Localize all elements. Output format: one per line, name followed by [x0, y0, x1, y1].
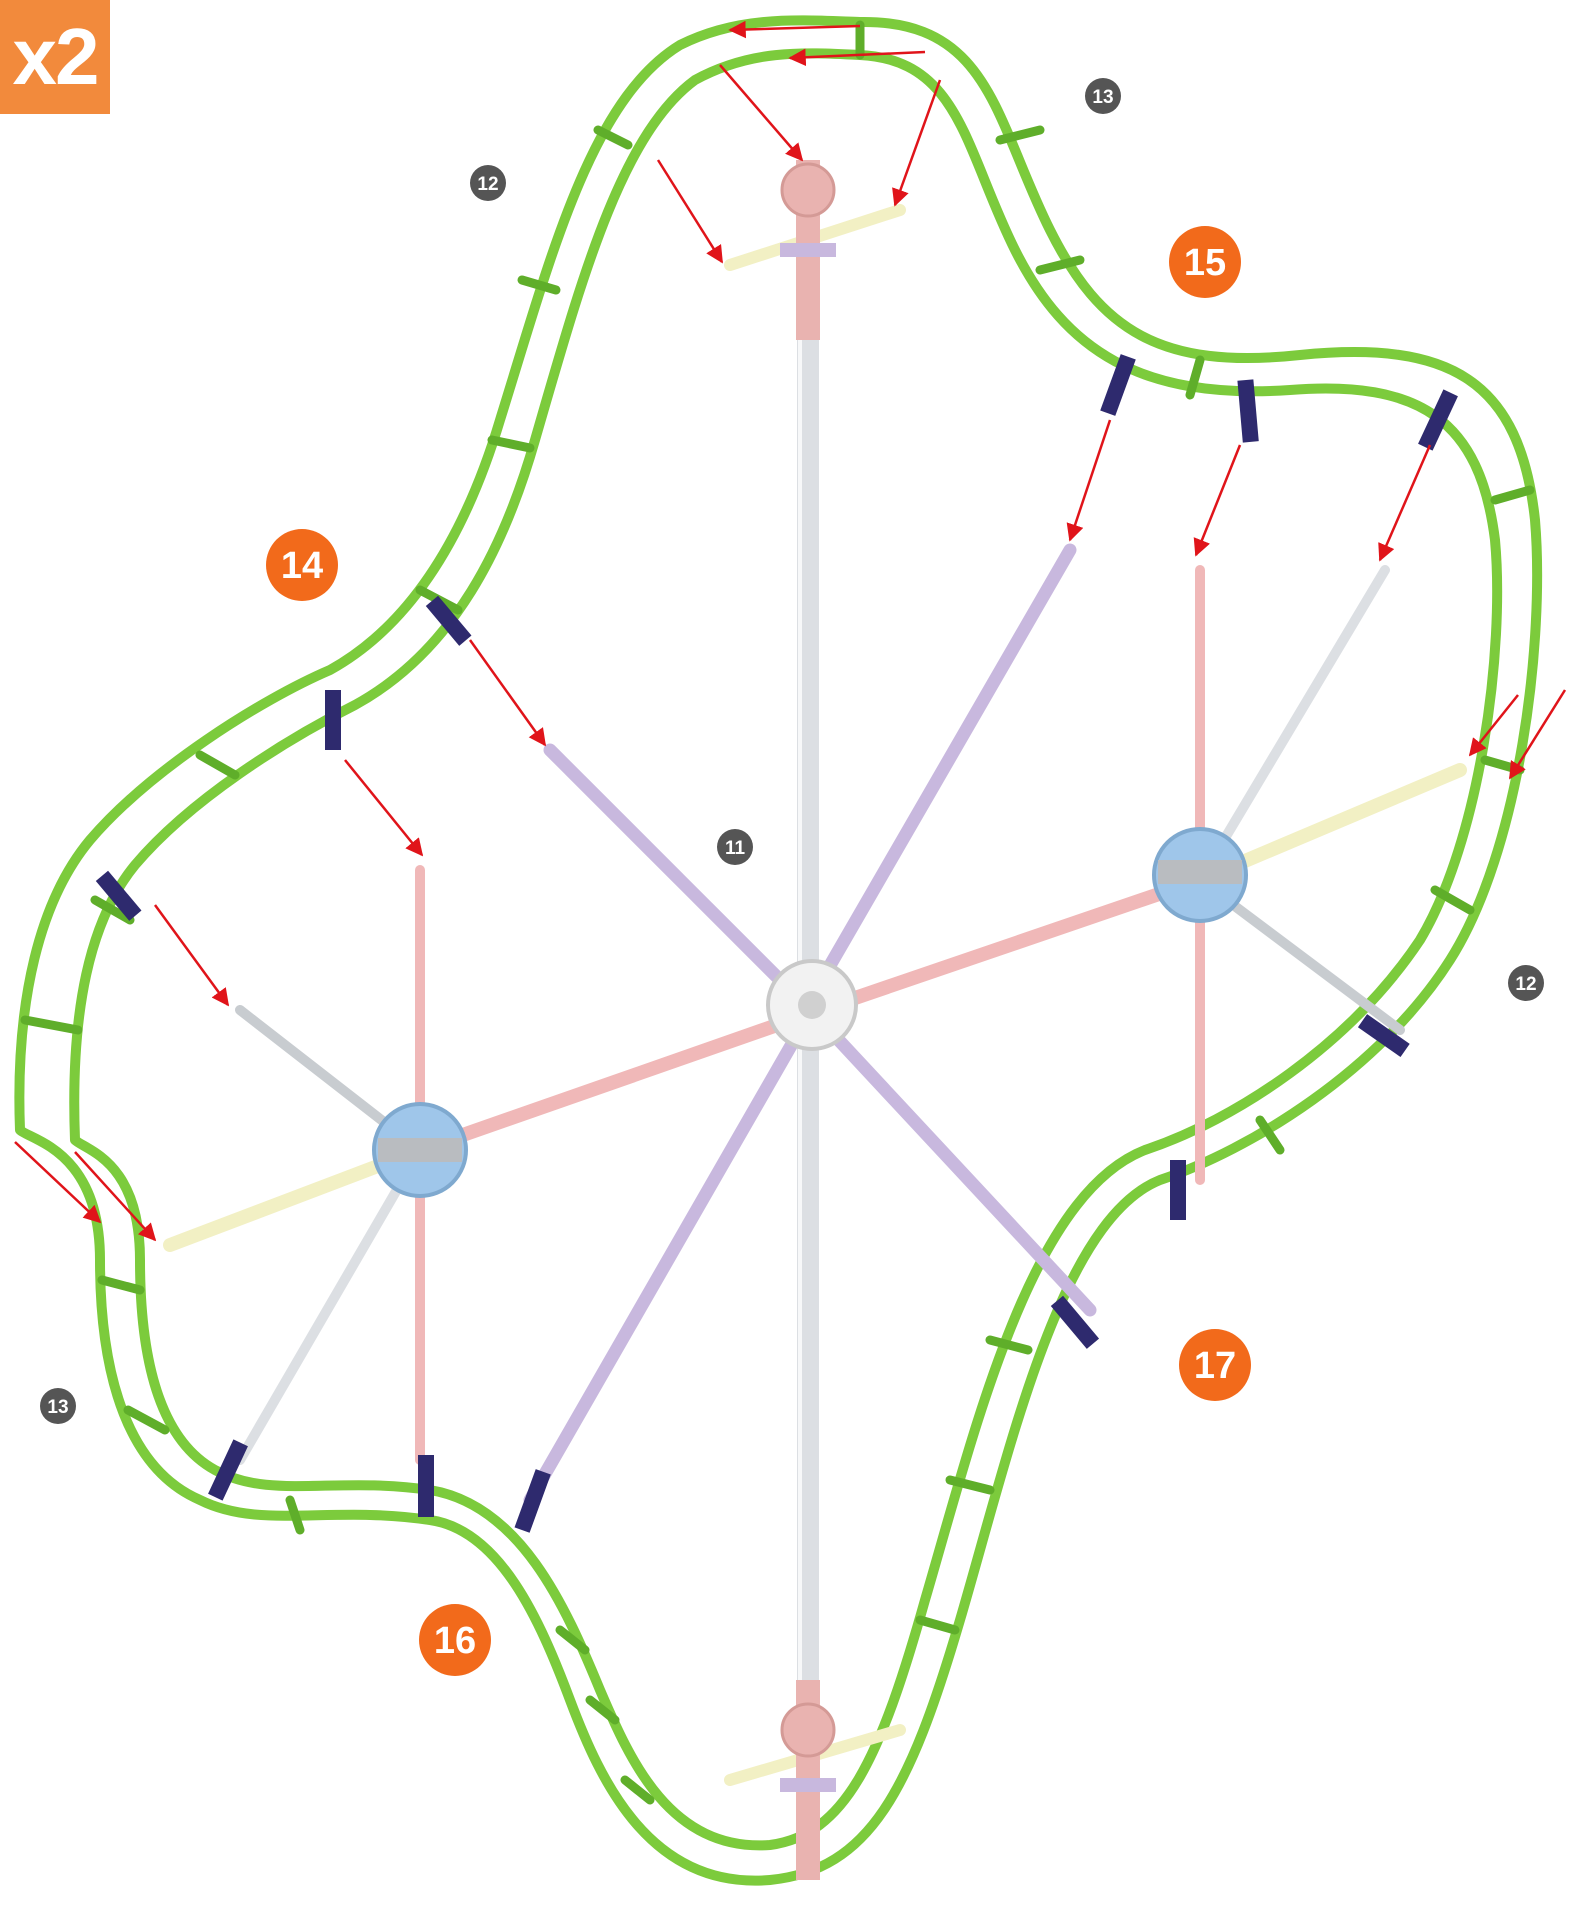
step-marker-13-top-label: 13 — [1092, 87, 1113, 108]
step-marker-12-top-label: 12 — [477, 174, 498, 195]
step-marker-17: 17 — [1179, 1329, 1251, 1401]
track-loop — [14, 15, 1543, 1886]
step-marker-16-label: 16 — [434, 1620, 476, 1662]
step-marker-14: 14 — [266, 529, 338, 601]
step-marker-15-label: 15 — [1184, 242, 1226, 284]
quantity-badge: x2 — [0, 0, 110, 114]
horizontal-rod-left-pink — [413, 1003, 827, 1157]
assembly-arrows — [14, 20, 1567, 1242]
step-marker-15: 15 — [1169, 226, 1241, 298]
step-marker-17-label: 17 — [1194, 1345, 1236, 1387]
track-rungs — [20, 20, 1535, 1805]
bottom-gear — [780, 1680, 836, 1880]
track-connectors — [95, 354, 1458, 1533]
step-marker-13-left: 13 — [40, 1388, 76, 1424]
step-marker-13-left-label: 13 — [47, 1397, 68, 1418]
step-marker-13-top: 13 — [1085, 78, 1121, 114]
step-marker-12-right: 12 — [1508, 965, 1544, 1001]
track-rail-outer — [14, 15, 1543, 1886]
top-gear — [780, 160, 836, 340]
hubs — [372, 160, 1248, 1880]
step-marker-12-right-label: 12 — [1515, 974, 1536, 995]
step-marker-11-label: 11 — [725, 838, 746, 859]
step-marker-11: 11 — [717, 829, 753, 865]
step-marker-12-top: 12 — [470, 165, 506, 201]
horizontal-rod-right-pink — [813, 873, 1207, 1017]
step-marker-14-label: 14 — [281, 545, 323, 587]
step-marker-16: 16 — [419, 1604, 491, 1676]
track-rail-inner — [69, 48, 1503, 1851]
